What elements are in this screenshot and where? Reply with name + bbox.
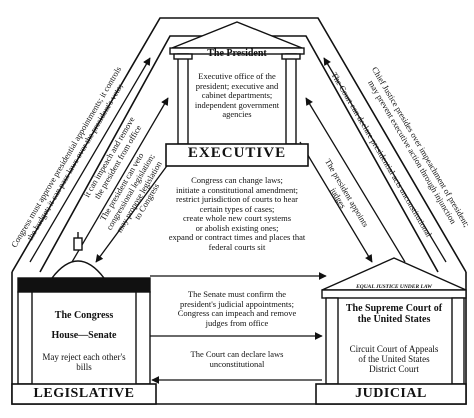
judicial-banner: JUDICIAL <box>355 386 427 401</box>
congress-court-powers-text: Congress can change laws; initiate a con… <box>150 175 324 252</box>
congress-court-line-5: create whole new court systems <box>182 213 292 224</box>
legislative-banner: LEGISLATIVE <box>33 386 135 401</box>
senate-confirm-line-4: judges from office <box>205 317 269 328</box>
court-declares-laws-text: The Court can declare laws unconstitutio… <box>160 349 314 369</box>
congress-court-line-3: restrict jurisdiction of courts to hear <box>175 194 299 205</box>
judicial-building <box>315 257 467 405</box>
judicial-building-title: The Supreme Court of the United States <box>345 303 443 326</box>
congress-court-line-6: or abolish existing ones; <box>195 222 279 233</box>
executive-banner: EXECUTIVE <box>187 145 287 161</box>
legislative-building <box>11 232 157 405</box>
senate-confirm-text: The Senate must confirm the president's … <box>156 289 318 328</box>
congress-court-line-8: federal courts sit <box>208 241 266 252</box>
senate-confirm-line-3: Congress can impeach and remove <box>177 308 297 319</box>
executive-building <box>165 21 309 167</box>
executive-building-text: Executive office of the president; execu… <box>194 71 280 120</box>
congress-court-line-4: certain types of cases; <box>199 203 275 214</box>
horizontal-arrows <box>150 272 327 384</box>
right-arrows <box>299 57 447 263</box>
senate-confirm-line-2: president's judicial appointments; <box>180 298 294 309</box>
executive-building-title: The President <box>207 48 267 59</box>
congress-court-line-1: Congress can change laws; <box>191 175 283 185</box>
legislative-building-title: The Congress <box>54 310 114 321</box>
congress-court-line-7: expand or contract times and places that <box>168 232 306 243</box>
legislative-building-subtitle: House—Senate <box>51 330 117 341</box>
judicial-building-text: Circuit Court of Appeals of the United S… <box>349 344 439 375</box>
court-laws-line-2: unconstitutional <box>209 358 265 369</box>
legislative-building-text: May reject each other's bills <box>42 352 126 373</box>
senate-confirm-line-1: The Senate must confirm the <box>187 289 287 299</box>
judicial-pediment-text: EQUAL JUSTICE UNDER LAW <box>356 284 432 290</box>
court-laws-line-1: The Court can declare laws <box>190 349 284 359</box>
congress-court-line-2: initiate a constitutional amendment; <box>175 184 299 195</box>
